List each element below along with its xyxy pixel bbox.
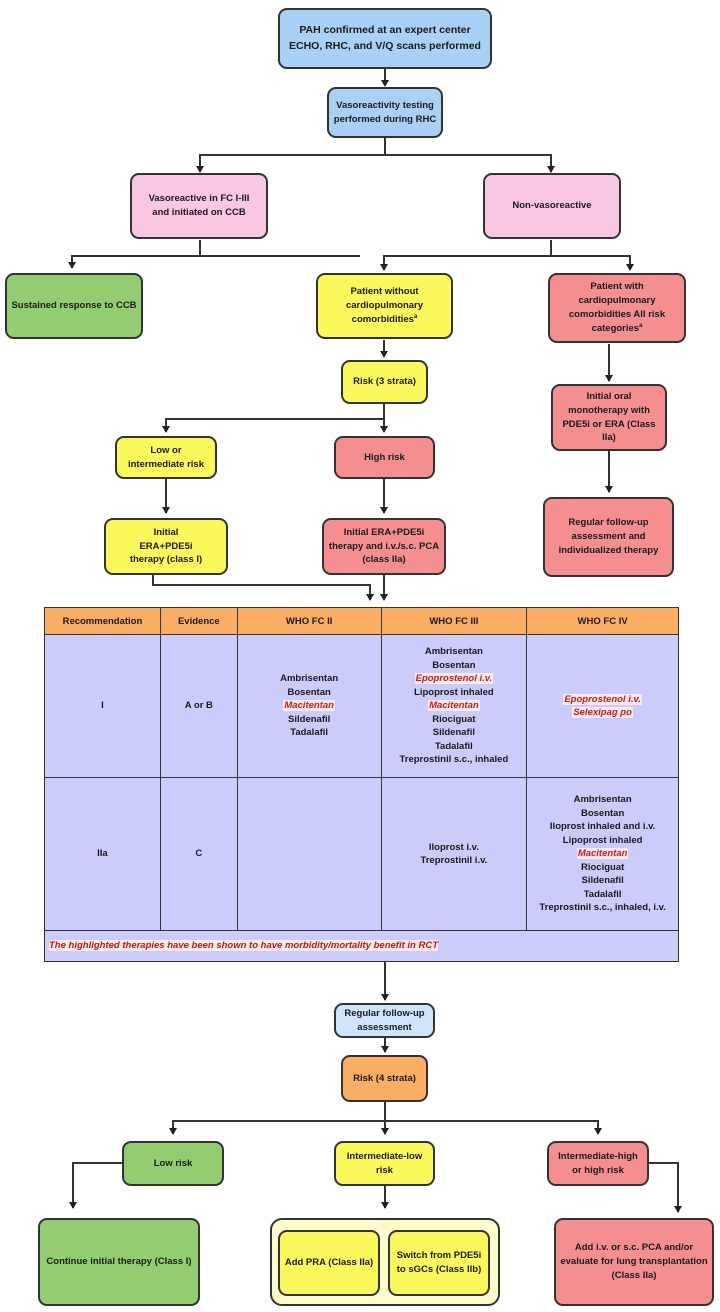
table-note-row: The highlighted therapies have been show… bbox=[44, 930, 679, 962]
drug-item: Lipoprost inhaled bbox=[562, 834, 643, 846]
node-low-intermediate-risk: Low or intermediate risk bbox=[115, 436, 217, 479]
arrow-low-to-continue bbox=[72, 1162, 122, 1208]
highlight-mark: Epoprostenol i.v. bbox=[563, 693, 642, 705]
cell-fc2 bbox=[236, 777, 382, 931]
cell-fc3: Iloprost i.v. Treprostinil i.v. bbox=[380, 777, 528, 931]
drug-item-highlighted: Macitentan bbox=[528, 847, 677, 860]
cell-evidence: C bbox=[159, 777, 238, 931]
drug-item: Bosentan bbox=[432, 659, 476, 671]
arrow-risk3-split bbox=[165, 404, 385, 432]
node-vasoreactivity-testing: Vasoreactivity testing performed during … bbox=[327, 87, 443, 138]
recommendation-table: Recommendation Evidence WHO FC II WHO FC… bbox=[44, 607, 679, 962]
cell-recommendation: I bbox=[44, 634, 161, 778]
node-high-risk: High risk bbox=[334, 436, 435, 479]
highlight-mark: Epoprostenol i.v. bbox=[414, 673, 494, 685]
drug-item: Iloprost i.v. bbox=[428, 841, 479, 853]
drug-item-highlighted: Epoprostenol i.v. bbox=[383, 672, 526, 685]
drug-item: Sildenafil bbox=[288, 713, 331, 725]
drug-item: Tadalafil bbox=[583, 888, 622, 900]
highlight-mark: Macitentan bbox=[283, 700, 335, 712]
highlight-mark: Macitentan bbox=[576, 848, 629, 860]
highlight-mark: Selexipag po bbox=[572, 707, 633, 718]
node-intermediate-low-risk: Intermediate-low risk bbox=[334, 1141, 435, 1186]
drug-item: Riociguat bbox=[432, 713, 476, 725]
node-regular-followup-individualized: Regular follow-up assessment and individ… bbox=[543, 497, 674, 577]
arrow-era-to-table bbox=[152, 574, 371, 600]
cell-recommendation: IIa bbox=[44, 777, 161, 931]
drug-item: Sildenafil bbox=[432, 727, 475, 739]
drug-item: Bosentan bbox=[580, 807, 625, 819]
node-risk-4-strata: Risk (4 strata) bbox=[341, 1055, 428, 1102]
node-add-pra: Add PRA (Class IIa) bbox=[278, 1230, 380, 1296]
drug-item: Lipoprost inhaled bbox=[414, 686, 494, 698]
node-initial-era-pde5i: Initial ERA+PDE5i therapy (class I) bbox=[104, 518, 228, 575]
header-who-fc-iv: WHO FC IV bbox=[526, 607, 679, 635]
node-non-vasoreactive: Non-vasoreactive bbox=[483, 173, 621, 239]
node-sustained-response: Sustained response to CCB bbox=[5, 273, 143, 339]
drug-item-highlighted: Macitentan bbox=[239, 699, 380, 712]
node-initial-oral-monotherapy: Initial oral monotherapy with PDE5i or E… bbox=[551, 384, 667, 451]
node-pah-confirmed: PAH confirmed at an expert center ECHO, … bbox=[278, 8, 492, 69]
arrow-risk4-split bbox=[172, 1101, 599, 1134]
table-note: The highlighted therapies have been show… bbox=[49, 940, 439, 952]
node-regular-followup: Regular follow-up assessment bbox=[334, 1003, 435, 1038]
node-intermediate-low-options: Add PRA (Class IIa) Switch from PDE5i to… bbox=[270, 1218, 500, 1306]
cell-evidence: A or B bbox=[159, 634, 238, 778]
arrow-vasotest-split bbox=[199, 137, 552, 172]
drug-item-highlighted: Macitentan bbox=[383, 699, 526, 712]
drug-item: Iloprost inhaled and i.v. bbox=[549, 821, 656, 833]
highlight-mark: Macitentan bbox=[428, 700, 480, 712]
arrow-nonvaso-split bbox=[383, 240, 631, 270]
drug-item: Treprostinil s.c., inhaled bbox=[399, 754, 509, 766]
node-initial-era-pde5i-pca: Initial ERA+PDE5i therapy and i.v./s.c. … bbox=[322, 518, 446, 575]
drug-item: Ambrisentan bbox=[573, 794, 632, 806]
drug-item: Treprostinil s.c., inhaled, i.v. bbox=[539, 902, 666, 914]
arrow-vasoreactive-split bbox=[71, 240, 360, 268]
drug-item: Ambrisentan bbox=[424, 646, 483, 658]
node-low-risk: Low risk bbox=[122, 1141, 224, 1186]
header-who-fc-iii: WHO FC III bbox=[380, 607, 528, 635]
node-with-comorbidities: Patient with cardiopulmonary comorbiditi… bbox=[548, 273, 686, 343]
drug-item-highlighted: Epoprostenol i.v. bbox=[528, 693, 677, 706]
drug-item: Tadalafil bbox=[434, 740, 473, 752]
node-continue-initial-therapy: Continue initial therapy (Class I) bbox=[38, 1218, 200, 1306]
node-risk-3-strata: Risk (3 strata) bbox=[341, 360, 428, 404]
node-pah-confirmed-line2: ECHO, RHC, and V/Q scans performed bbox=[289, 39, 481, 52]
drug-item: Riociguat bbox=[580, 861, 625, 873]
node-vasoreactive: Vasoreactive in FC I-III and initiated o… bbox=[130, 173, 268, 239]
header-recommendation: Recommendation bbox=[44, 607, 161, 635]
node-pah-confirmed-line1: PAH confirmed at an expert center bbox=[299, 24, 471, 37]
drug-item: Tadalafil bbox=[290, 727, 329, 739]
drug-item-highlighted: Selexipag po bbox=[528, 706, 677, 719]
node-add-pca-or-transplant: Add i.v. or s.c. PCA and/or evaluate for… bbox=[554, 1218, 714, 1306]
node-without-comorbidities: Patient without cardiopulmonary comorbid… bbox=[316, 273, 453, 339]
header-who-fc-ii: WHO FC II bbox=[236, 607, 382, 635]
arrow-inthigh-to-addpca bbox=[648, 1162, 679, 1212]
header-evidence: Evidence bbox=[159, 607, 238, 635]
node-switch-to-sgc: Switch from PDE5i to sGCs (Class IIb) bbox=[388, 1230, 490, 1296]
drug-item: Bosentan bbox=[287, 686, 331, 698]
drug-item: Sildenafil bbox=[581, 875, 624, 887]
table-row: IIa C Iloprost i.v. Treprostinil i.v. Amb… bbox=[44, 777, 679, 931]
node-intermediate-high-risk: Intermediate-high or high risk bbox=[547, 1141, 649, 1186]
cell-fc4: Epoprostenol i.v. Selexipag po bbox=[526, 634, 679, 778]
table-header-row: Recommendation Evidence WHO FC II WHO FC… bbox=[44, 607, 679, 635]
drug-item: Ambrisentan bbox=[280, 673, 339, 685]
drug-item: Treprostinil i.v. bbox=[420, 855, 488, 866]
